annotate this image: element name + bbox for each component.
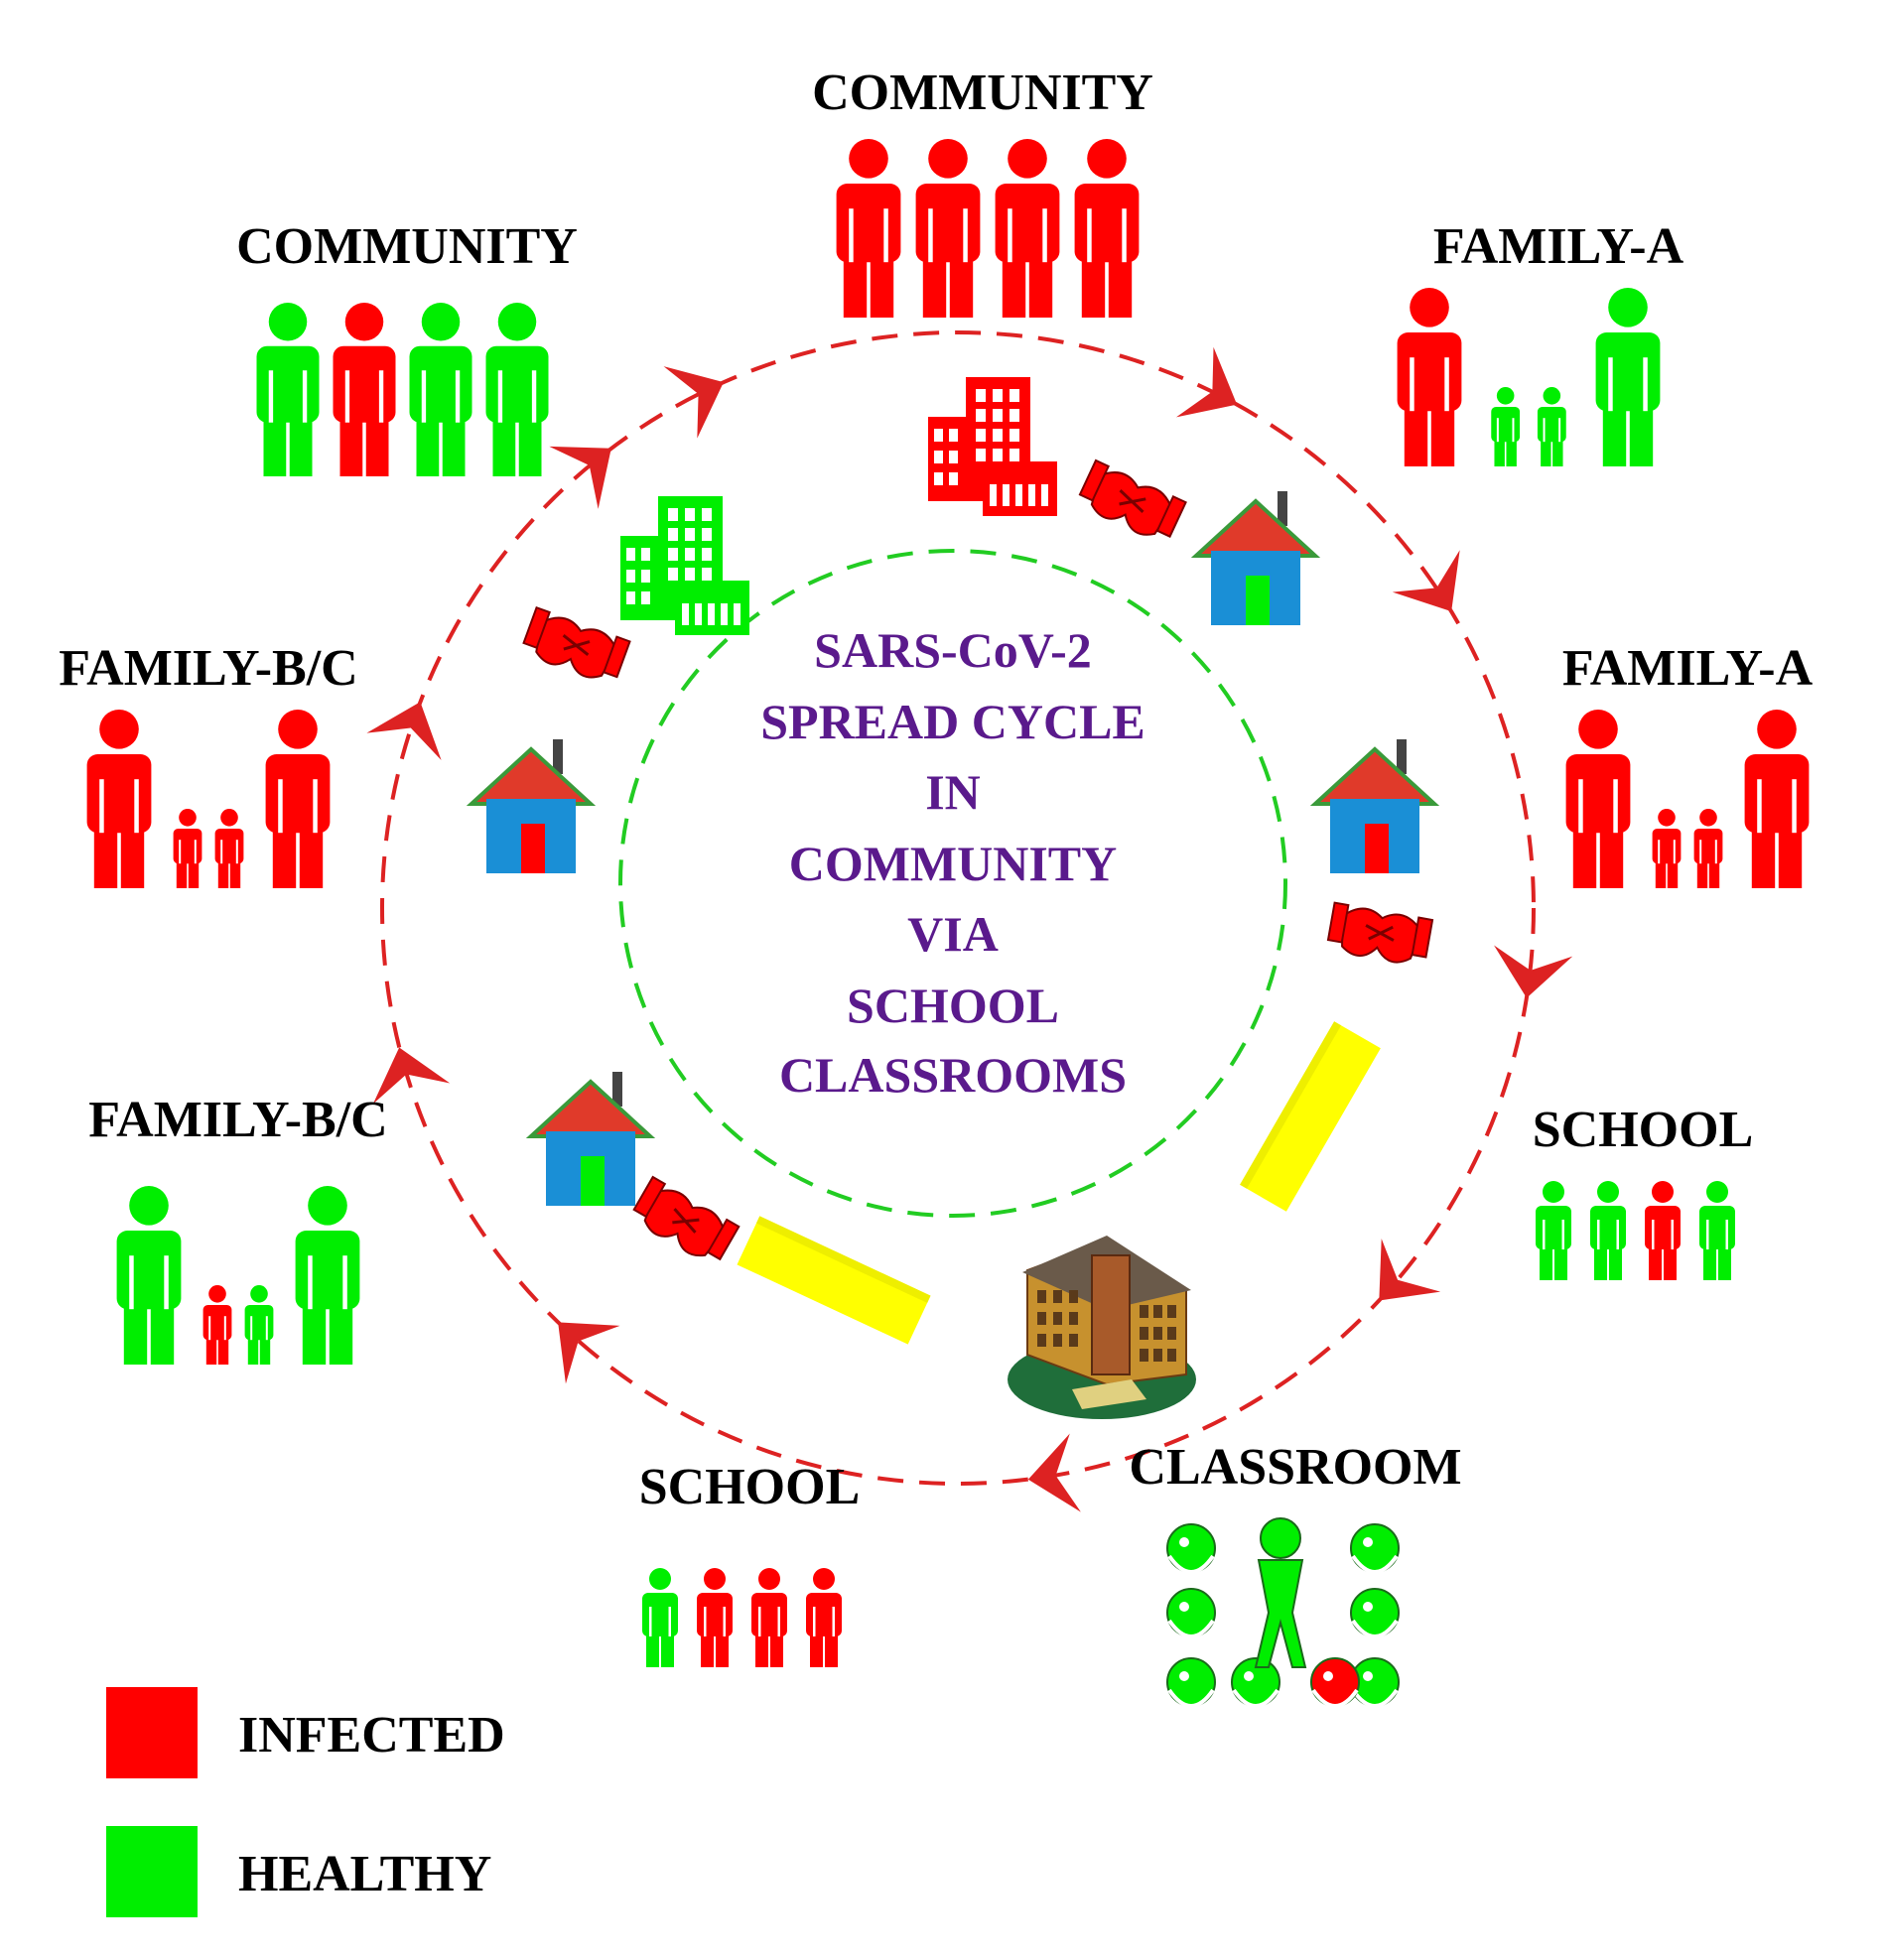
legend-swatch-infected (106, 1687, 198, 1778)
family-bc-lower-adult (295, 1186, 360, 1365)
community-left-person-infected (333, 303, 396, 476)
legend: INFECTED HEALTHY (106, 1687, 505, 1917)
family-a-right-adult (1744, 710, 1810, 888)
community-left-person-healthy (485, 303, 549, 476)
handshake-icon (1326, 901, 1434, 964)
family-bc-lower-child (244, 1285, 274, 1365)
school-right-person-healthy (1536, 1181, 1571, 1280)
family-a-right-adult (1565, 710, 1631, 888)
center-title-line: COMMUNITY (789, 836, 1118, 891)
school-right-person-healthy (1590, 1181, 1626, 1280)
school-building-icon (1008, 1236, 1196, 1419)
family-bc-upper-adult (86, 710, 152, 888)
direction-chevron-icon (1379, 1239, 1441, 1301)
direction-chevron-icon (1175, 346, 1238, 418)
direction-chevron-icon (1392, 550, 1460, 612)
direction-arrows (366, 346, 1573, 1512)
handshake-icon (1078, 458, 1187, 538)
community-left-person-healthy (409, 303, 472, 476)
direction-chevron-icon (663, 366, 724, 439)
school-bottom-person-healthy (642, 1568, 678, 1667)
house-icon (1309, 739, 1440, 873)
school-bottom-person-infected (806, 1568, 842, 1667)
direction-chevron-icon (1494, 945, 1573, 998)
direction-chevron-icon (372, 1047, 451, 1105)
legend-label-infected: INFECTED (238, 1707, 505, 1764)
classroom-student (1254, 1517, 1307, 1668)
school-right-person-infected (1645, 1181, 1681, 1280)
family-a-top-child (1491, 387, 1521, 466)
school-right-person-healthy (1699, 1181, 1735, 1280)
community-left-person-healthy (256, 303, 320, 476)
community-top-person-infected (995, 139, 1060, 318)
classroom-student (1166, 1523, 1216, 1574)
node-label-family-a-top: FAMILY-A (1433, 218, 1684, 275)
office-building-icon (928, 377, 1057, 516)
center-title-line: VIA (907, 906, 999, 962)
center-title-line: CLASSROOMS (779, 1047, 1127, 1103)
community-top-person-infected (915, 139, 981, 318)
classroom-student (1231, 1657, 1280, 1708)
family-a-top-adult (1397, 288, 1462, 466)
classroom-student (1310, 1657, 1360, 1708)
school-bus-icon (737, 1216, 931, 1345)
family-bc-lower-adult (116, 1186, 182, 1365)
ring-icons (466, 377, 1440, 1419)
classroom-figures (1166, 1517, 1400, 1708)
school-bottom-person-infected (751, 1568, 787, 1667)
people-groups (86, 139, 1810, 1708)
outer-cycle-ring (380, 330, 1536, 1486)
handshake-icon (522, 605, 631, 679)
community-top-person-infected (836, 139, 901, 318)
classroom-student (1166, 1588, 1216, 1638)
node-label-family-a-right: FAMILY-A (1562, 640, 1814, 697)
node-label-classroom: CLASSROOM (1129, 1439, 1461, 1496)
school-bottom-person-infected (697, 1568, 733, 1667)
node-label-community-top: COMMUNITY (812, 65, 1153, 121)
center-title-line: SPREAD CYCLE (760, 694, 1145, 749)
node-label-school-right: SCHOOL (1533, 1102, 1754, 1158)
direction-chevron-icon (549, 446, 611, 509)
family-bc-upper-adult (265, 710, 331, 888)
legend-label-healthy: HEALTHY (238, 1846, 491, 1902)
classroom-student (1350, 1588, 1400, 1638)
family-a-right-child (1693, 809, 1723, 888)
direction-chevron-icon (1027, 1433, 1081, 1512)
house-icon (466, 739, 597, 873)
family-bc-lower-child (202, 1285, 232, 1365)
house-icon (525, 1072, 656, 1206)
direction-chevron-icon (366, 702, 442, 761)
direction-chevron-icon (558, 1322, 620, 1384)
classroom-student (1166, 1657, 1216, 1708)
family-a-top-child (1537, 387, 1566, 466)
family-bc-upper-child (214, 809, 244, 888)
family-a-top-adult (1595, 288, 1661, 466)
legend-swatch-healthy (106, 1826, 198, 1917)
family-bc-upper-child (173, 809, 202, 888)
school-bus-icon (1240, 1021, 1381, 1212)
community-top-person-infected (1074, 139, 1140, 318)
node-label-family-bc-lower: FAMILY-B/C (88, 1092, 387, 1148)
node-label-school-bottom: SCHOOL (639, 1459, 861, 1515)
center-title: SARS-CoV-2 SPREAD CYCLE IN COMMUNITY VIA… (760, 622, 1145, 1103)
center-title-line: SARS-CoV-2 (814, 622, 1092, 678)
node-label-community-left: COMMUNITY (236, 218, 578, 275)
center-title-line: SCHOOL (847, 978, 1059, 1033)
house-icon (1190, 491, 1321, 625)
node-label-family-bc-upper: FAMILY-B/C (59, 640, 357, 697)
center-title-line: IN (925, 764, 981, 820)
office-building-icon (620, 496, 749, 635)
family-a-right-child (1652, 809, 1682, 888)
handshake-icon (632, 1175, 741, 1261)
classroom-student (1350, 1523, 1400, 1574)
inner-cycle-ring (618, 549, 1287, 1218)
